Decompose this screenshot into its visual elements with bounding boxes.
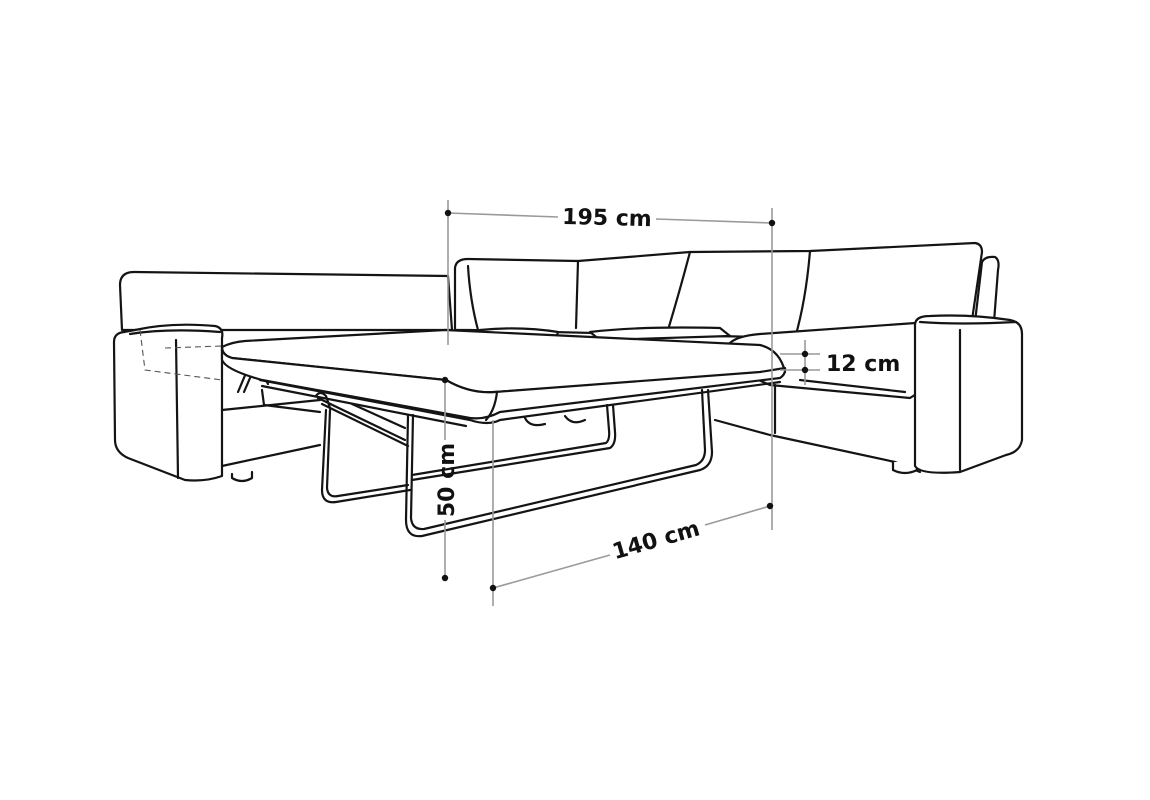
mattress bbox=[220, 328, 787, 428]
width-label: 195 cm bbox=[562, 205, 652, 232]
mattress-thickness-label: 12 cm bbox=[826, 352, 900, 377]
depth-label: 140 cm bbox=[610, 516, 703, 565]
dimension-lines bbox=[441, 200, 820, 606]
sofa-back-section bbox=[118, 241, 1000, 475]
left-armrest bbox=[112, 323, 322, 483]
height-label: 50 cm bbox=[435, 443, 460, 517]
bed-frame bbox=[236, 369, 714, 538]
right-armrest bbox=[913, 314, 1024, 474]
